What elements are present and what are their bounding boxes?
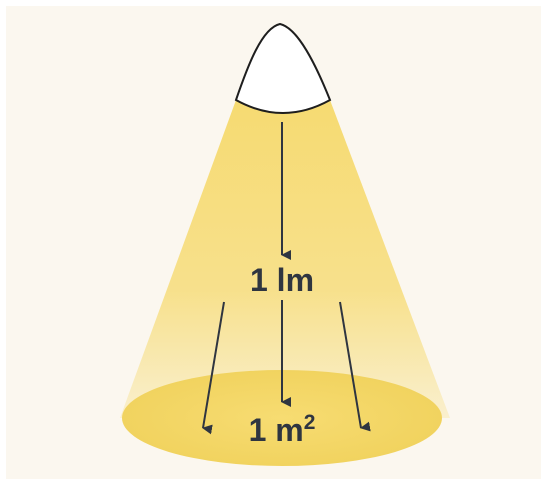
flux-label: 1 lm: [250, 262, 314, 298]
area-label-exponent: 2: [304, 411, 316, 434]
illuminated-area-ellipse: [122, 370, 442, 466]
area-label-base: 1 m: [249, 412, 304, 448]
flux-arrow-left: [202, 301, 225, 435]
flux-arrow-right: [339, 301, 371, 432]
area-label: 1 m2: [249, 411, 316, 448]
bulb-icon: [234, 22, 332, 114]
